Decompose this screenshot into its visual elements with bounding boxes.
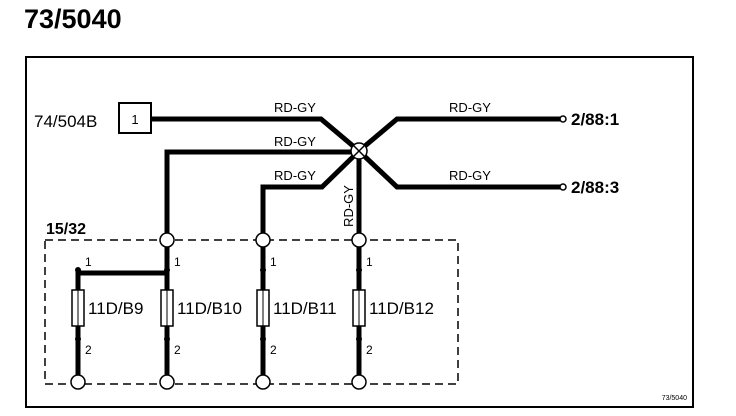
wire-b11	[260, 149, 361, 240]
fuse-name-label: 11D/B12	[369, 299, 434, 318]
fuse-bottom-terminal	[70, 374, 86, 390]
wire-b10	[164, 149, 359, 240]
wire-in	[151, 116, 361, 153]
fuse-pin-bottom-label: 2	[366, 343, 373, 357]
wire-out3	[357, 149, 561, 190]
fuse-name-label: 11D/B9	[88, 299, 143, 318]
wire-color-out3: RD-GY	[449, 168, 491, 183]
fuse-box-label: 15/32	[46, 221, 86, 238]
fuse-top-terminal	[255, 232, 271, 248]
fuse-2: 1 2 11D/B10	[159, 232, 242, 390]
connector-box	[118, 102, 152, 134]
connector-ref: 74/504B	[34, 112, 97, 131]
fuse-4: 1 2 11D/B12	[351, 232, 434, 390]
fuse-pin-dot-bottom	[75, 336, 81, 342]
fuse-1: 1 2 11D/B9	[70, 255, 143, 390]
fuse-pin-top-label: 1	[174, 255, 181, 269]
wire-color-out1: RD-GY	[449, 100, 491, 115]
fuse-bottom-terminal	[255, 374, 271, 390]
fuse-3: 1 2 11D/B11	[255, 232, 337, 390]
fuse-pin-bottom-label: 2	[174, 343, 181, 357]
fuse-pin-top-label: 1	[270, 255, 277, 269]
wire-color-d: RD-GY	[341, 185, 356, 227]
output-label-3: 2/88:3	[571, 178, 619, 197]
output-terminal-3	[559, 183, 567, 191]
fuse-name-label: 11D/B11	[273, 299, 337, 318]
fuse-bottom-terminal	[351, 374, 367, 390]
fuse-group: 1 2 11D/B9 1 2 11D/B10 1 2 11D/B11 1 2 11D/B12	[70, 232, 434, 390]
wire-color-a: RD-GY	[274, 100, 316, 115]
fuse-top-terminal	[351, 232, 367, 248]
fuse-bottom-terminal	[159, 374, 175, 390]
page-title: 73/5040	[24, 4, 122, 34]
wire-color-c: RD-GY	[274, 168, 316, 183]
wire-color-b: RD-GY	[274, 134, 316, 149]
fuse-pin-top-label: 1	[85, 255, 92, 269]
fuse-pin-dot-top	[75, 267, 81, 273]
splice-cross-b	[352, 144, 366, 158]
fuse-pin-dot-bottom	[356, 336, 362, 342]
fuse-pin-bottom-label: 2	[270, 343, 277, 357]
output-label-1: 2/88:1	[571, 110, 619, 129]
fuse-pin-dot-top	[260, 267, 266, 273]
wire-out1	[357, 116, 561, 153]
connector-pin: 1	[131, 112, 138, 127]
fuse-pin-dot-top	[356, 267, 362, 273]
fuse-pin-bottom-label: 2	[85, 343, 92, 357]
fuse-pin-dot-bottom	[260, 336, 266, 342]
fuse-pin-top-label: 1	[366, 255, 373, 269]
fuse-pin-dot-top	[164, 267, 170, 273]
fuse-top-terminal	[159, 232, 175, 248]
fuse-pin-dot-bottom	[164, 336, 170, 342]
wire-b9-bridge	[75, 270, 167, 276]
diagram-frame	[25, 56, 694, 408]
output-terminal-1	[559, 115, 567, 123]
fuse-name-label: 11D/B10	[177, 299, 242, 318]
fuse-box-outline	[44, 239, 459, 385]
footer-ref: 73/5040	[662, 395, 687, 402]
